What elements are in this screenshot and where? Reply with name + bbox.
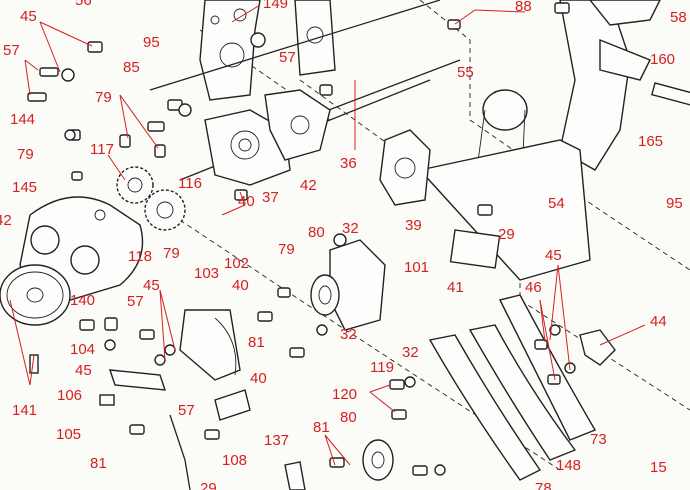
callout-29: 29 bbox=[200, 480, 217, 490]
callout-42: 42 bbox=[300, 177, 317, 194]
callout-57: 57 bbox=[127, 293, 144, 310]
callout-57: 57 bbox=[3, 42, 20, 59]
callout-45: 45 bbox=[75, 362, 92, 379]
callout-40: 40 bbox=[238, 193, 255, 210]
spring-wire bbox=[169, 414, 191, 490]
callout-54: 54 bbox=[548, 195, 565, 212]
callout-81: 81 bbox=[313, 419, 330, 436]
callout-40: 40 bbox=[250, 370, 267, 387]
chassis-outline bbox=[419, 0, 690, 271]
callout-106: 106 bbox=[57, 387, 83, 404]
callout-120: 120 bbox=[332, 386, 358, 403]
callout-57: 57 bbox=[279, 49, 296, 66]
callout-145: 145 bbox=[12, 179, 38, 196]
callout-57: 57 bbox=[178, 402, 195, 419]
callout-58: 58 bbox=[670, 9, 687, 26]
bracket-44 bbox=[579, 329, 616, 366]
callout-103: 103 bbox=[194, 265, 220, 282]
callout-160: 160 bbox=[650, 51, 676, 68]
callout-80: 80 bbox=[340, 409, 357, 426]
callout-78: 78 bbox=[535, 480, 552, 490]
callout-45: 45 bbox=[545, 247, 562, 264]
callout-165: 165 bbox=[638, 133, 664, 150]
callout-95: 95 bbox=[143, 34, 160, 51]
side-plate bbox=[199, 0, 261, 101]
bar-165 bbox=[651, 82, 690, 106]
plate-42 bbox=[264, 89, 331, 161]
callout-44: 44 bbox=[650, 313, 667, 330]
callout-36: 36 bbox=[340, 155, 357, 172]
center-plate bbox=[294, 0, 336, 76]
callout-118: 118 bbox=[128, 248, 152, 265]
callout-79: 79 bbox=[17, 146, 34, 163]
callout-108: 108 bbox=[222, 452, 248, 469]
callout-119: 119 bbox=[370, 359, 394, 376]
callout-46: 46 bbox=[525, 279, 542, 296]
disc-80 bbox=[310, 274, 340, 316]
callout-81: 81 bbox=[248, 334, 265, 351]
plate-54 bbox=[418, 139, 591, 281]
callout-56: 56 bbox=[75, 0, 92, 9]
pulley bbox=[0, 264, 71, 326]
chassis-outline bbox=[149, 199, 561, 471]
callout-85: 85 bbox=[123, 59, 140, 76]
callout-105: 105 bbox=[56, 426, 82, 443]
callout-32: 32 bbox=[342, 220, 359, 237]
callout-40: 40 bbox=[232, 277, 249, 294]
callout-80: 80 bbox=[308, 224, 325, 241]
callout-88: 88 bbox=[515, 0, 532, 15]
callout-39: 39 bbox=[405, 217, 422, 234]
callout-81: 81 bbox=[90, 455, 107, 472]
callout-32: 32 bbox=[340, 326, 357, 343]
callout-148: 148 bbox=[556, 457, 582, 474]
callout-102: 102 bbox=[224, 255, 250, 272]
callout-37: 37 bbox=[262, 189, 279, 206]
callout-15: 15 bbox=[650, 459, 667, 476]
cam-plate bbox=[204, 109, 291, 186]
callout-79: 79 bbox=[278, 241, 295, 258]
clip-137 bbox=[284, 461, 306, 490]
callout-104: 104 bbox=[70, 341, 96, 358]
callout-45: 45 bbox=[143, 277, 160, 294]
callout-101: 101 bbox=[404, 259, 430, 276]
sector-plate bbox=[179, 309, 241, 381]
callout-41: 41 bbox=[447, 279, 464, 296]
callout-32: 32 bbox=[402, 344, 419, 361]
plate-39 bbox=[379, 129, 431, 206]
callout-29: 29 bbox=[498, 226, 515, 243]
leader-lines bbox=[9, 4, 646, 466]
callout-55: 55 bbox=[457, 64, 474, 81]
bracket-106 bbox=[99, 369, 167, 406]
callout-79: 79 bbox=[95, 89, 112, 106]
right-plate bbox=[559, 0, 661, 171]
label-card-41 bbox=[449, 229, 501, 269]
callout-137: 137 bbox=[264, 432, 290, 449]
callout-116: 116 bbox=[178, 175, 202, 192]
callout-95: 95 bbox=[666, 195, 683, 212]
callout-144: 144 bbox=[10, 111, 36, 128]
callout-73: 73 bbox=[590, 431, 607, 448]
callout-141: 141 bbox=[12, 402, 38, 419]
callout-140: 140 bbox=[70, 292, 96, 309]
callout-149: 149 bbox=[263, 0, 289, 12]
callout-42: 42 bbox=[0, 212, 12, 229]
callout-45: 45 bbox=[20, 8, 37, 25]
arc-segment bbox=[428, 294, 597, 481]
gear bbox=[116, 166, 186, 231]
callout-79: 79 bbox=[163, 245, 180, 262]
disc-80-lower bbox=[362, 439, 394, 481]
bracket-101 bbox=[329, 239, 386, 331]
lever-108 bbox=[214, 389, 251, 421]
callout-117: 117 bbox=[90, 141, 114, 158]
shaft-rod bbox=[149, 0, 441, 91]
